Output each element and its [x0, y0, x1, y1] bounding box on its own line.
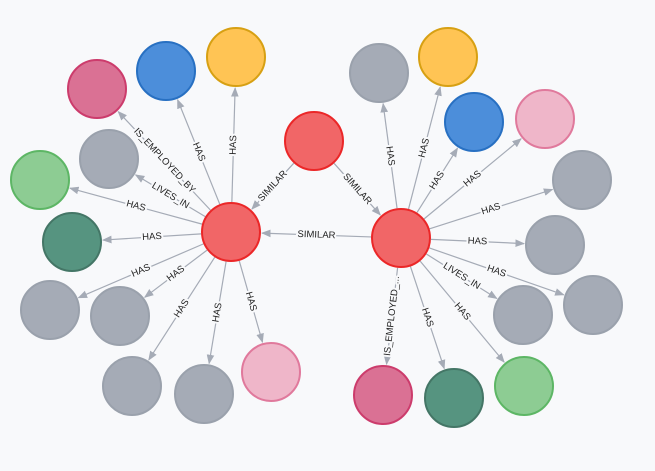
relationship-lives-in[interactable]: LIVES_IN	[426, 253, 498, 299]
graph-node-darkgreen[interactable]	[424, 368, 484, 428]
relationship-similar[interactable]: SIMILAR	[333, 162, 381, 216]
relationship-label: HAS	[383, 146, 396, 167]
relationship-label: HAS	[462, 168, 484, 189]
graph-node-gray[interactable]	[552, 150, 612, 210]
relationship-arrow[interactable]	[333, 162, 381, 216]
graph-node-pink[interactable]	[353, 365, 413, 425]
relationship-arrow[interactable]	[407, 86, 442, 210]
graph-node-gray[interactable]	[90, 286, 150, 346]
relationship-has[interactable]: HAS	[238, 260, 264, 344]
relationship-arrow[interactable]	[261, 229, 372, 238]
relationship-has[interactable]: HAS	[143, 249, 208, 298]
relationship-arrow[interactable]	[101, 233, 202, 244]
nodes-layer	[10, 27, 623, 428]
relationship-label: SIMILAR	[256, 168, 290, 204]
relationship-arrow[interactable]	[177, 98, 221, 205]
relationship-label: HAS	[427, 169, 447, 191]
relationship-has[interactable]: HAS	[226, 87, 241, 203]
graph-node-red[interactable]	[284, 111, 344, 171]
relationship-label: HAS	[130, 262, 152, 280]
relationship-arrow[interactable]	[148, 256, 216, 361]
graph-node-gray[interactable]	[493, 285, 553, 345]
relationship-label: HAS	[211, 302, 225, 323]
relationship-arrow[interactable]	[143, 249, 208, 298]
relationship-arrow[interactable]	[430, 238, 525, 248]
relationship-arrow[interactable]	[429, 247, 565, 296]
relationship-is-employed[interactable]: IS_EMPLOYED_...	[380, 267, 404, 366]
graph-node-lightpink[interactable]	[515, 89, 575, 149]
relationship-arrow[interactable]	[429, 188, 554, 230]
relationship-label: HAS	[467, 236, 487, 248]
graph-node-red[interactable]	[371, 208, 431, 268]
graph-node-darkgreen[interactable]	[42, 212, 102, 272]
relationship-arrow[interactable]	[134, 174, 206, 218]
relationship-arrow[interactable]	[426, 253, 498, 299]
relationship-label: SIMILAR	[340, 171, 374, 207]
relationship-arrow[interactable]	[231, 87, 239, 203]
relationship-has[interactable]: HAS	[409, 266, 446, 370]
relationship-similar[interactable]: SIMILAR	[251, 162, 295, 210]
graph-node-blue[interactable]	[136, 41, 196, 101]
relationship-label: SIMILAR	[297, 229, 336, 241]
graph-node-gray[interactable]	[349, 43, 409, 103]
relationship-has[interactable]: HAS	[430, 234, 525, 249]
relationship-arrow[interactable]	[419, 260, 505, 363]
graph-node-gray[interactable]	[79, 129, 139, 189]
graph-node-gray[interactable]	[20, 280, 80, 340]
relationship-arrow[interactable]	[206, 261, 227, 365]
relationship-label: HAS	[125, 198, 147, 214]
relationship-arrow[interactable]	[117, 110, 211, 211]
relationship-arrow[interactable]	[416, 147, 459, 213]
relationship-arrow[interactable]	[238, 260, 264, 344]
graph-node-lightgreen[interactable]	[494, 356, 554, 416]
relationship-label: HAS	[419, 307, 436, 329]
relationship-similar[interactable]: SIMILAR	[261, 227, 372, 243]
relationship-label: HAS	[172, 297, 192, 319]
relationship-label: HAS	[190, 141, 208, 163]
graph-node-gray[interactable]	[563, 275, 623, 335]
relationship-label: HAS	[142, 231, 162, 243]
relationship-label: HAS	[228, 135, 240, 155]
relationship-has[interactable]: HAS	[206, 261, 227, 365]
relationship-label: HAS	[480, 201, 502, 217]
graph-node-yellow[interactable]	[206, 27, 266, 87]
relationship-arrow[interactable]	[409, 266, 446, 370]
relationship-label: HAS	[165, 263, 187, 284]
relationship-has[interactable]: HAS	[101, 229, 202, 245]
relationship-label: IS_EMPLOYED_...	[382, 276, 402, 357]
relationship-label: HAS	[485, 263, 507, 280]
graph-node-blue[interactable]	[444, 92, 504, 152]
graph-node-gray[interactable]	[174, 364, 234, 424]
relationship-label: HAS	[243, 291, 259, 313]
relationship-arrow[interactable]	[423, 138, 522, 220]
relationship-arrow[interactable]	[68, 186, 203, 225]
graph-node-yellow[interactable]	[418, 27, 478, 87]
graph-node-lightpink[interactable]	[241, 342, 301, 402]
relationship-has[interactable]: HAS	[429, 188, 554, 230]
graph-node-gray[interactable]	[102, 356, 162, 416]
graph-node-red[interactable]	[201, 202, 261, 262]
relationship-lives-in[interactable]: LIVES_IN	[134, 174, 206, 218]
relationship-arrow[interactable]	[77, 243, 204, 299]
graph-node-lightgreen[interactable]	[10, 150, 70, 210]
relationship-arrow[interactable]	[251, 162, 295, 210]
relationship-label: HAS	[452, 301, 473, 323]
relationship-label: LIVES_IN	[441, 260, 482, 292]
relationship-arrow[interactable]	[383, 267, 399, 366]
relationship-label: HAS	[417, 137, 433, 159]
graph-node-pink[interactable]	[67, 59, 127, 119]
graph-node-gray[interactable]	[525, 215, 585, 275]
relationship-has[interactable]: HAS	[380, 102, 399, 209]
relationship-arrow[interactable]	[380, 102, 398, 209]
